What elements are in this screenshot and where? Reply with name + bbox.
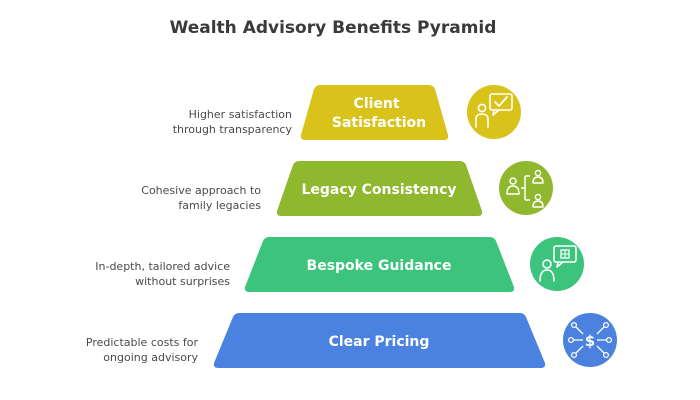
svg-text:$: $ xyxy=(585,332,595,350)
tier-description-clear-pricing: Predictable costs for ongoing advisory xyxy=(85,336,198,364)
dollar-network-icon: $ xyxy=(563,313,617,367)
family-hierarchy-icon xyxy=(499,161,553,215)
tier-label-line: Clear Pricing xyxy=(329,334,430,350)
svg-text:Clear Pricing: Clear Pricing xyxy=(329,334,430,350)
tier-shape xyxy=(244,237,515,292)
tier-clear-pricing: Clear Pricing $ xyxy=(213,313,617,368)
tier-client-satisfaction: Client Satisfaction xyxy=(300,85,521,140)
tier-label-line: Client xyxy=(354,96,400,112)
tier-shape xyxy=(276,161,483,216)
advisor-speech-bubble-icon xyxy=(530,237,584,291)
person-checkmark-speech-icon xyxy=(467,85,521,139)
diagram-title: Wealth Advisory Benefits Pyramid xyxy=(169,18,497,38)
svg-text:Legacy Consistency: Legacy Consistency xyxy=(301,182,456,198)
tier-description-client-satisfaction: Higher satisfaction through transparency xyxy=(172,108,292,136)
tier-description-bespoke-guidance: In-depth, tailored advice without surpri… xyxy=(95,260,230,288)
tier-label-line: Bespoke Guidance xyxy=(307,258,452,274)
tier-shape xyxy=(300,85,449,140)
svg-text:Bespoke Guidance: Bespoke Guidance xyxy=(307,258,452,274)
tier-shape xyxy=(213,313,546,368)
tier-description-legacy-consistency: Cohesive approach to family legacies xyxy=(141,184,261,212)
svg-text:Client Satisfaction: Client Satisfaction xyxy=(332,96,426,131)
tier-legacy-consistency: Legacy Consistency xyxy=(276,161,553,216)
tier-label-line: Legacy Consistency xyxy=(301,182,456,198)
tier-label-line: Satisfaction xyxy=(332,115,426,131)
tier-bespoke-guidance: Bespoke Guidance xyxy=(244,237,584,292)
